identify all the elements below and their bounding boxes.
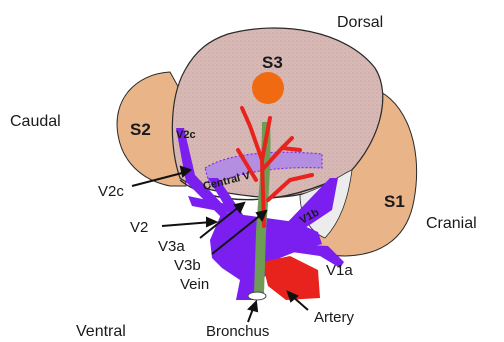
label-v2: V2 [130, 219, 148, 236]
label-artery: Artery [314, 309, 355, 326]
label-cranial: Cranial [426, 215, 477, 232]
label-s2: S2 [130, 120, 151, 139]
label-v1a: V1a [326, 262, 353, 279]
label-v2c-inner: V2c [176, 129, 196, 141]
label-caudal: Caudal [10, 113, 61, 130]
label-v2c: V2c [98, 183, 124, 200]
label-vein: Vein [180, 276, 209, 293]
label-bronchus: Bronchus [206, 323, 269, 340]
label-ventral: Ventral [76, 323, 126, 340]
label-s3: S3 [262, 53, 283, 72]
label-v3b: V3b [174, 257, 201, 274]
label-dorsal: Dorsal [337, 14, 383, 31]
label-v3a: V3a [158, 238, 185, 255]
label-s1: S1 [384, 192, 405, 211]
s3-node [252, 72, 284, 104]
bronchus-opening [248, 292, 266, 300]
